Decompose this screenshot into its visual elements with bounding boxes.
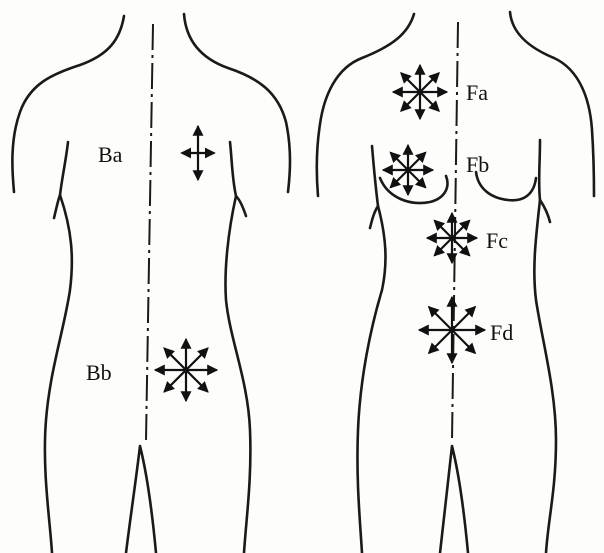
marker-arrow <box>408 153 425 170</box>
front-right-arm-edge <box>540 200 550 222</box>
marker-arrow <box>186 370 207 391</box>
marker-ba <box>182 127 213 179</box>
front-left-arm-edge <box>370 206 378 228</box>
back-figure <box>12 14 290 553</box>
back-left-arm-edge <box>54 195 60 218</box>
marker-arrow <box>452 307 475 330</box>
marker-bb <box>156 340 216 400</box>
label-fa: Fa <box>466 80 488 105</box>
front-right-shoulder-contour <box>510 12 594 196</box>
front-left-torso-contour <box>357 146 385 553</box>
marker-arrow <box>186 349 207 370</box>
back-right-torso-contour <box>225 142 250 553</box>
marker-arrow <box>435 238 452 255</box>
label-bb: Bb <box>86 360 112 385</box>
marker-arrow <box>452 330 475 353</box>
marker-arrow <box>429 307 452 330</box>
marker-fa <box>394 66 446 118</box>
front-figure <box>317 12 594 553</box>
front-left-breast-contour <box>380 176 447 203</box>
front-leg-divide <box>440 446 468 553</box>
marker-fb <box>384 146 432 194</box>
marker-arrow <box>420 74 438 92</box>
marker-fc <box>428 214 476 262</box>
marker-fd <box>420 298 484 362</box>
label-fb: Fb <box>466 152 489 177</box>
back-spine-midline <box>146 24 153 440</box>
marker-arrow <box>391 153 408 170</box>
marker-arrow <box>165 370 186 391</box>
label-fc: Fc <box>486 228 508 253</box>
marker-arrow <box>402 92 420 110</box>
marker-arrow <box>452 238 469 255</box>
front-right-torso-contour <box>534 140 556 553</box>
marker-arrow <box>435 221 452 238</box>
marker-arrow <box>402 74 420 92</box>
marker-arrow <box>429 330 452 353</box>
label-fd: Fd <box>490 320 513 345</box>
marker-arrow <box>420 92 438 110</box>
back-right-arm-edge <box>236 196 246 216</box>
back-right-contour <box>184 14 290 192</box>
marker-arrow <box>391 170 408 187</box>
label-ba: Ba <box>98 142 123 167</box>
marker-arrow <box>408 170 425 187</box>
back-leg-divide <box>126 446 156 553</box>
front-left-shoulder-contour <box>317 14 414 196</box>
pain-markers <box>156 66 484 400</box>
marker-arrow <box>165 349 186 370</box>
